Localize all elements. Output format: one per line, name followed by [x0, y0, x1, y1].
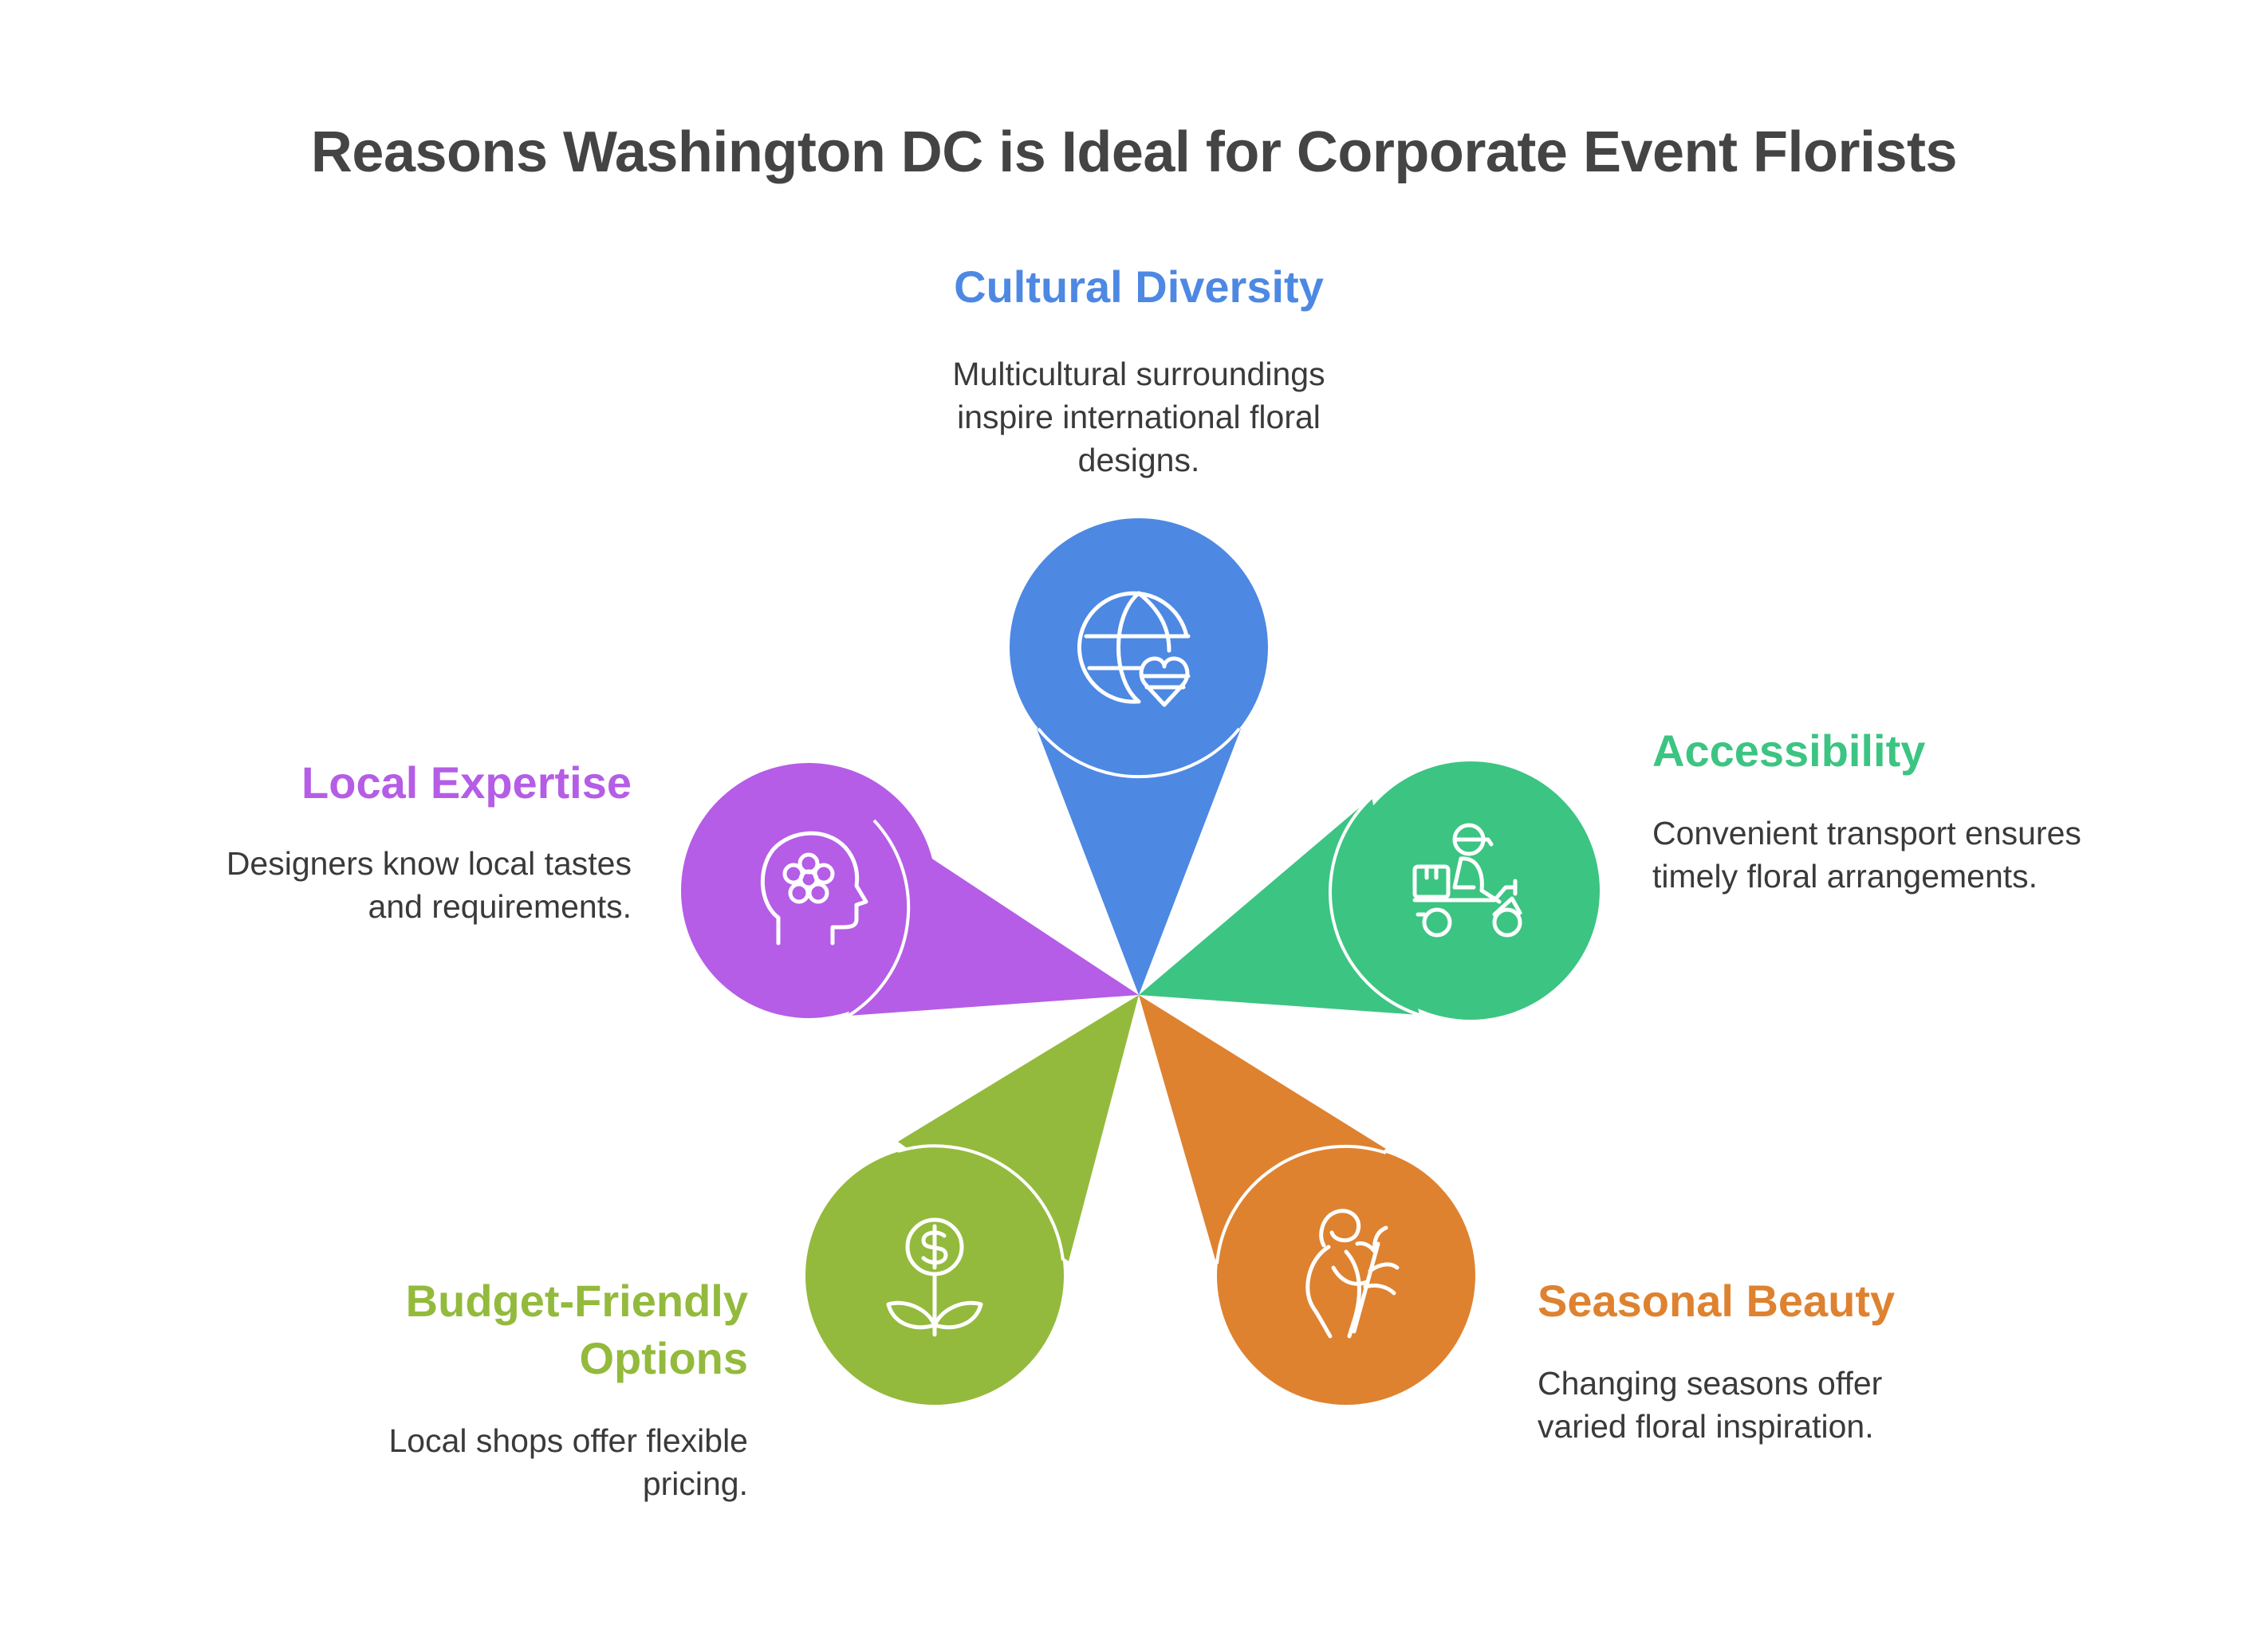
description-line: and requirements. — [368, 888, 632, 925]
description-line: Multicultural surroundings — [952, 356, 1325, 392]
local-expertise-label: Local Expertise — [301, 757, 632, 808]
seasonal-beauty-description: Changing seasons offer varied floral ins… — [1538, 1362, 2096, 1448]
budget-friendly-label: Budget-Friendly Options — [190, 1272, 748, 1387]
description-line: Convenient transport ensures — [1652, 815, 2081, 851]
petal-cultural-diversity — [1010, 518, 1268, 995]
page-title: Reasons Washington DC is Ideal for Corpo… — [310, 120, 1958, 184]
description-line: varied floral inspiration. — [1538, 1408, 1874, 1445]
petal-budget-friendly-edge — [897, 1144, 1065, 1261]
petal-seasonal-beauty-cone — [1139, 995, 1386, 1260]
head-flower-icon — [760, 831, 868, 946]
description-line: Designers know local tastes — [226, 845, 632, 882]
petal-accessibility — [1139, 761, 1600, 1020]
petal-seasonal-beauty-circle — [1217, 1146, 1475, 1405]
label-line: Options — [579, 1333, 748, 1383]
petal-cultural-diversity-cone — [1037, 729, 1241, 995]
petal-accessibility-edge — [1329, 796, 1420, 1017]
petal-local-expertise-edge — [847, 819, 911, 1017]
accessibility-label: Accessibility — [1652, 726, 1926, 776]
petal-seasonal-beauty — [1139, 995, 1475, 1405]
accessibility-description: Convenient transport ensures timely flor… — [1652, 812, 2227, 898]
delivery-scooter-icon — [1412, 823, 1522, 938]
petal-cultural-diversity-edge — [1037, 727, 1241, 779]
petal-budget-friendly-cone — [898, 995, 1139, 1261]
description-line: designs. — [1077, 442, 1200, 478]
cultural-diversity-description: Multicultural surroundings inspire inter… — [820, 352, 1458, 482]
petal-budget-friendly — [805, 995, 1139, 1405]
cultural-diversity-label: Cultural Diversity — [954, 262, 1324, 312]
budget-friendly-description: Local shops offer flexible pricing. — [190, 1419, 748, 1505]
description-line: timely floral arrangements. — [1652, 858, 2038, 895]
seasonal-beauty-label: Seasonal Beauty — [1538, 1276, 1896, 1326]
label-line: Budget-Friendly — [405, 1276, 748, 1326]
dollar-plant-icon — [886, 1217, 983, 1337]
description-line: Local shops offer flexible — [388, 1422, 748, 1459]
petal-accessibility-circle — [1341, 761, 1600, 1020]
globe-heart-icon — [1077, 591, 1191, 707]
description-line: Changing seasons offer — [1538, 1365, 1883, 1402]
woman-with-plant-icon — [1305, 1209, 1400, 1339]
petal-cultural-diversity-circle — [1010, 518, 1268, 777]
petal-seasonal-beauty-edge — [1215, 1144, 1387, 1264]
local-expertise-description: Designers know local tastes and requirem… — [73, 842, 632, 928]
description-line: pricing. — [642, 1465, 748, 1502]
description-line: inspire international floral — [957, 399, 1321, 435]
